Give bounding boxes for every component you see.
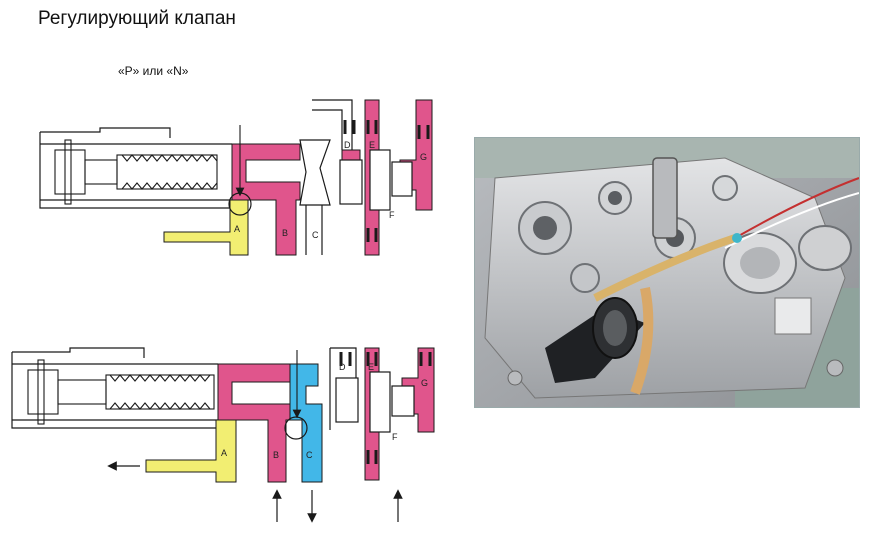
label-a-bottom: A xyxy=(221,448,227,458)
diagram-subtitle: «P» или «N» xyxy=(118,64,189,78)
label-b-top: B xyxy=(282,228,288,238)
label-b-bottom: B xyxy=(273,450,279,460)
label-g-top: G xyxy=(420,152,427,162)
label-a-top: A xyxy=(234,224,240,234)
label-c-bottom: C xyxy=(306,450,313,460)
label-f-bottom: F xyxy=(392,432,398,442)
label-d-top: D xyxy=(344,140,351,150)
label-d-bottom: D xyxy=(339,362,346,372)
diagram-bottom: A B C D E F G xyxy=(11,347,435,523)
label-c-top: C xyxy=(312,230,319,240)
label-e-bottom: E xyxy=(368,362,374,372)
diagram-top: A B C D E F G xyxy=(39,99,433,256)
label-g-bottom: G xyxy=(421,378,428,388)
page-title: Регулирующий клапан xyxy=(38,8,236,29)
label-e-top: E xyxy=(369,140,375,150)
valve-body-photo xyxy=(474,137,860,408)
label-f-top: F xyxy=(389,210,395,220)
valve-diagrams: A B C D E F G xyxy=(11,99,435,523)
